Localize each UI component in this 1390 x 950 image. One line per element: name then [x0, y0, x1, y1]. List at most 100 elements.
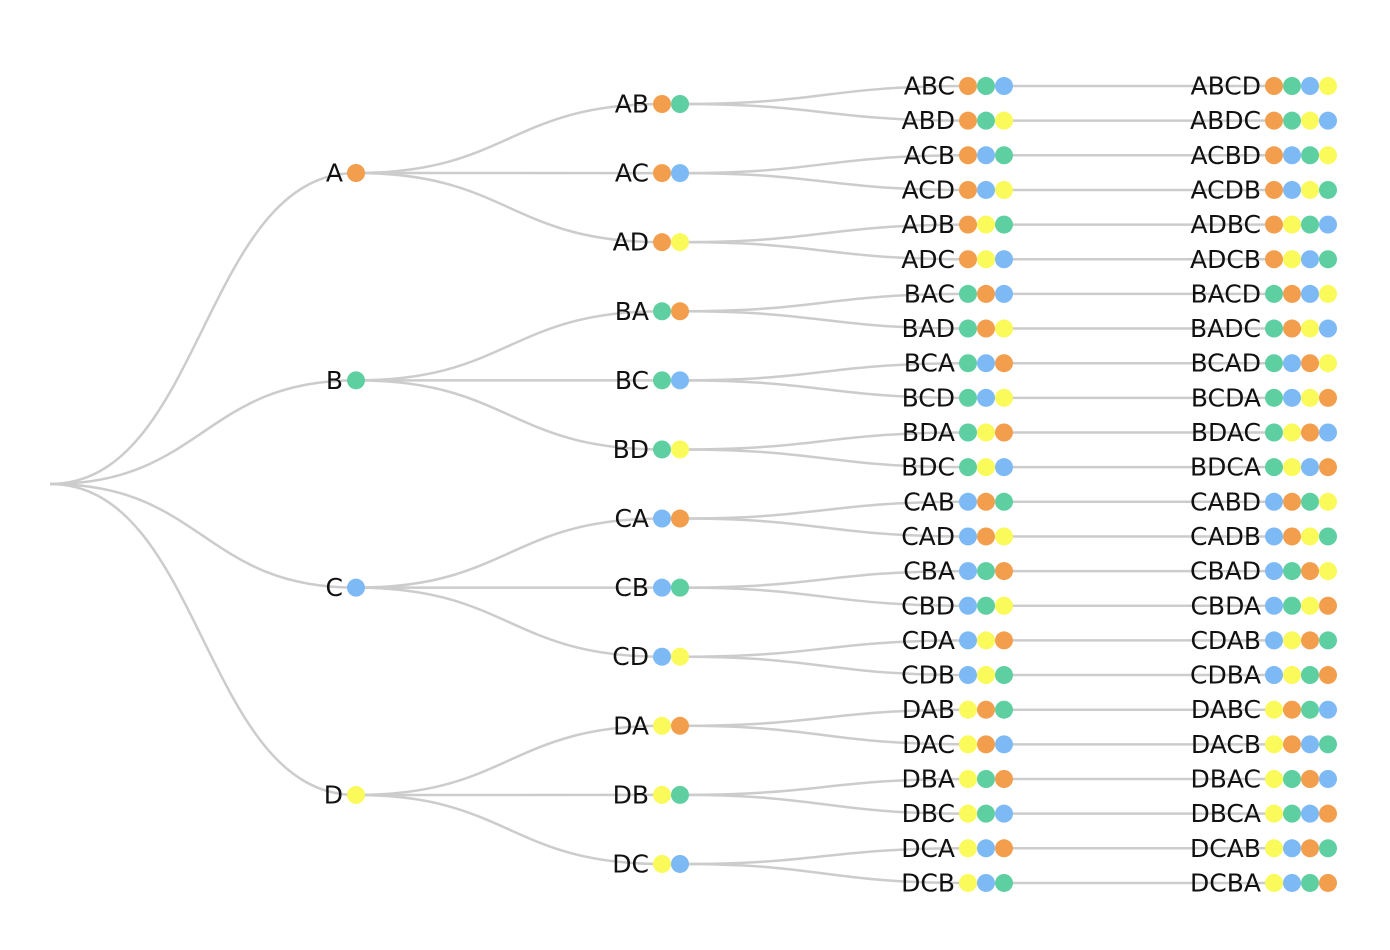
node-marker-BCD-B: [959, 388, 977, 407]
node-marker-CBDA-B: [1283, 596, 1301, 615]
tree-node-BCA: BCA: [904, 349, 1013, 378]
node-marker-ABD-A: [959, 111, 977, 130]
tree-node-CDB: CDB: [901, 661, 1013, 690]
node-marker-CD-C: [653, 647, 671, 666]
node-marker-DCBA-A: [1319, 873, 1337, 892]
tree-node-CDAB: CDAB: [1190, 626, 1337, 655]
node-marker-ACB-C: [977, 146, 995, 165]
node-marker-ADC-D: [977, 250, 995, 269]
node-marker-ABD-D: [995, 111, 1013, 130]
link-root-A: [49, 171, 357, 486]
node-marker-ADBC-D: [1283, 215, 1301, 234]
node-marker-DBC-B: [977, 804, 995, 823]
node-label-BA: BA: [615, 297, 649, 326]
node-marker-BCAD-D: [1319, 354, 1337, 373]
node-marker-CA-A: [671, 509, 689, 528]
node-marker-BDAC-A: [1301, 423, 1319, 442]
node-label-DB: DB: [613, 780, 649, 809]
node-marker-ACB-B: [995, 146, 1013, 165]
node-marker-BCAD-B: [1265, 354, 1283, 373]
node-marker-AC-C: [671, 164, 689, 183]
node-marker-CDBA-A: [1319, 666, 1337, 685]
node-marker-ACBD-D: [1319, 146, 1337, 165]
node-marker-CB-B: [671, 578, 689, 597]
node-label-ACDB: ACDB: [1190, 175, 1261, 204]
node-label-CBDA: CBDA: [1190, 591, 1261, 620]
node-label-BCD: BCD: [902, 383, 955, 412]
node-marker-DBCA-B: [1283, 804, 1301, 823]
node-label-CADB: CADB: [1190, 522, 1261, 551]
node-marker-ABCD-D: [1319, 77, 1337, 95]
tree-node-CAB: CAB: [903, 487, 1013, 516]
node-marker-DABC-C: [1319, 700, 1337, 719]
node-marker-DACB-D: [1265, 735, 1283, 754]
node-marker-CADB-D: [1301, 527, 1319, 546]
tree-node-ADB: ADB: [901, 210, 1013, 239]
node-label-CDA: CDA: [902, 626, 955, 655]
tree-node-AD: AD: [613, 228, 689, 257]
node-marker-CDA-D: [977, 631, 995, 650]
node-marker-ADCB-D: [1283, 250, 1301, 269]
node-marker-BADC-A: [1283, 319, 1301, 338]
node-marker-BDAC-D: [1283, 423, 1301, 442]
node-label-A: A: [326, 159, 343, 188]
tree-node-AC: AC: [615, 159, 689, 188]
node-marker-CBAD-A: [1301, 562, 1319, 581]
tree-node-CBA: CBA: [903, 557, 1013, 586]
node-marker-BCDA-D: [1301, 388, 1319, 407]
node-marker-DBAC-C: [1319, 770, 1337, 788]
node-marker-ACBD-C: [1283, 146, 1301, 165]
node-label-AB: AB: [615, 90, 649, 119]
node-label-DCAB: DCAB: [1190, 834, 1261, 863]
node-marker-CDAB-B: [1319, 631, 1337, 650]
tree-node-ACD: ACD: [902, 175, 1013, 204]
node-marker-BAC-A: [977, 284, 995, 303]
tree-node-A: A: [326, 159, 365, 188]
node-label-DA: DA: [613, 711, 649, 740]
node-marker-BCA-C: [977, 354, 995, 373]
tree-node-DAB: DAB: [902, 695, 1013, 724]
node-marker-ABCD-B: [1283, 77, 1301, 95]
node-marker-DBA-B: [977, 770, 995, 788]
node-marker-B-B: [347, 371, 365, 390]
tree-node-ACB: ACB: [904, 141, 1013, 170]
node-marker-BACD-B: [1265, 284, 1283, 303]
node-marker-BA-B: [653, 302, 671, 321]
node-label-CDBA: CDBA: [1190, 661, 1261, 690]
node-marker-CDA-C: [959, 631, 977, 650]
node-marker-DA-A: [671, 716, 689, 735]
node-marker-DACB-C: [1301, 735, 1319, 754]
node-label-DAC: DAC: [902, 730, 955, 759]
node-marker-CAD-C: [959, 527, 977, 546]
node-marker-CDBA-B: [1301, 666, 1319, 685]
node-marker-DBC-C: [995, 804, 1013, 823]
link-AC-ACB: [679, 154, 969, 175]
tree-nodes: ABCDABACADBABCBDCACBCDDADBDCABCABDACBACD…: [324, 72, 1337, 897]
node-marker-ABDC-A: [1265, 111, 1283, 130]
link-BC-BCA: [679, 361, 969, 382]
tree-node-CDA: CDA: [902, 626, 1013, 655]
node-marker-DC-C: [671, 854, 689, 873]
node-marker-CDBA-C: [1265, 666, 1283, 685]
node-marker-BAC-B: [959, 284, 977, 303]
node-marker-AD-D: [671, 233, 689, 252]
node-marker-BAD-D: [995, 319, 1013, 338]
link-AD-ADC: [679, 240, 969, 261]
node-marker-DABC-D: [1265, 700, 1283, 719]
node-label-ABC: ABC: [904, 72, 955, 101]
tree-node-BAD: BAD: [901, 314, 1013, 343]
node-marker-DCA-D: [959, 839, 977, 858]
node-marker-DBCA-C: [1301, 804, 1319, 823]
tree-node-CABD: CABD: [1190, 487, 1337, 516]
node-marker-ABCD-A: [1265, 77, 1283, 95]
node-marker-DAC-D: [959, 735, 977, 754]
node-label-CBAD: CBAD: [1190, 557, 1261, 586]
link-CD-CDB: [679, 655, 969, 677]
node-marker-ABC-A: [959, 77, 977, 95]
node-label-CABD: CABD: [1190, 487, 1261, 516]
node-marker-CABD-B: [1301, 492, 1319, 511]
link-BD-BDA: [679, 431, 969, 451]
node-label-BDCA: BDCA: [1190, 453, 1261, 482]
node-marker-CBDA-A: [1319, 596, 1337, 615]
node-marker-BDA-D: [977, 423, 995, 442]
